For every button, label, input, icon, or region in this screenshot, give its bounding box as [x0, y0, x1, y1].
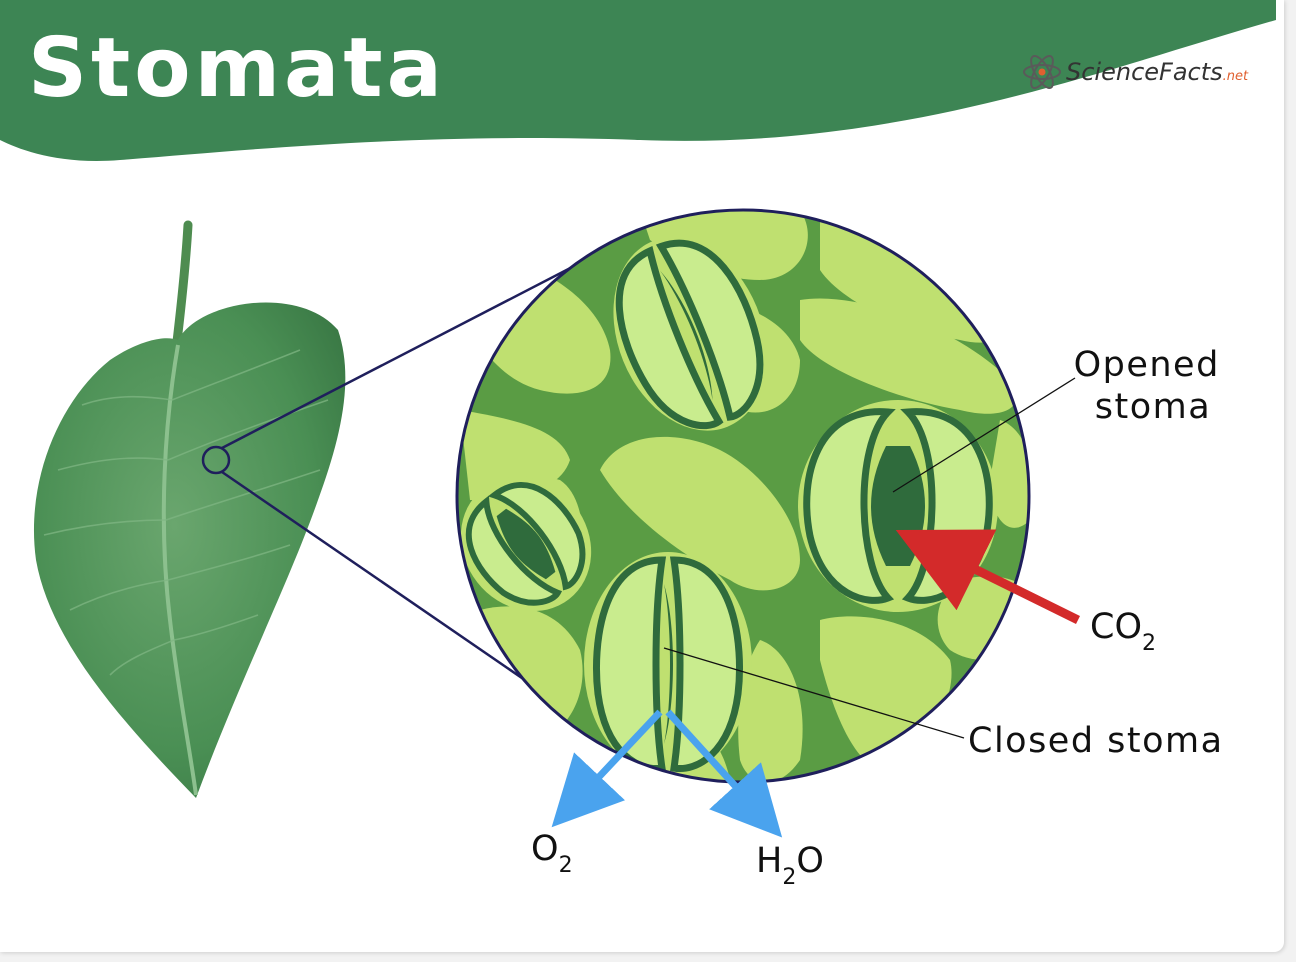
co2-base: CO [1090, 607, 1142, 647]
label-opened-line1: Opened [1074, 345, 1220, 385]
leaf-illustration [33, 220, 346, 798]
brand-suffix: .net [1223, 69, 1249, 84]
atom-icon [1023, 55, 1061, 89]
label-co2: CO2 [1090, 607, 1156, 656]
h2o-base: H [756, 841, 782, 881]
o2-base: O [531, 829, 559, 869]
o2-arrow [551, 709, 663, 828]
stoma-closed [584, 552, 752, 776]
brand-name: ScienceFacts [1066, 58, 1223, 86]
leaf-veins [43, 349, 329, 676]
header-banner [0, 0, 1276, 161]
stoma-top [613, 237, 767, 431]
closed-stoma-leader [663, 647, 965, 739]
h2o-sub: 2 [782, 865, 796, 890]
leaf-stem [171, 220, 193, 355]
h2o-arrow [665, 709, 783, 838]
brand-logo: ScienceFacts.net [1023, 55, 1249, 89]
label-opened-line2: stoma [1095, 387, 1211, 427]
label-o2: O2 [531, 829, 573, 878]
leaf-midrib [161, 344, 198, 796]
stoma-opened [798, 400, 998, 612]
magnified-epidermis [457, 210, 1029, 782]
o2-sub: 2 [559, 853, 573, 878]
leaf-blade [33, 302, 346, 798]
opened-stoma-leader [892, 377, 1076, 493]
co2-sub: 2 [1142, 631, 1156, 656]
label-h2o: H2O [756, 841, 824, 890]
co2-arrow [895, 529, 1080, 625]
h2o-tail: O [796, 841, 824, 881]
stoma-small [460, 476, 592, 612]
zoom-origin-circle [201, 445, 231, 475]
label-closed-stoma: Closed stoma [968, 721, 1224, 761]
svg-text:ScienceFacts.net: ScienceFacts.net [1066, 58, 1249, 86]
label-opened-stoma: Opened stoma [1074, 345, 1233, 427]
page-title: Stomata [28, 21, 446, 116]
